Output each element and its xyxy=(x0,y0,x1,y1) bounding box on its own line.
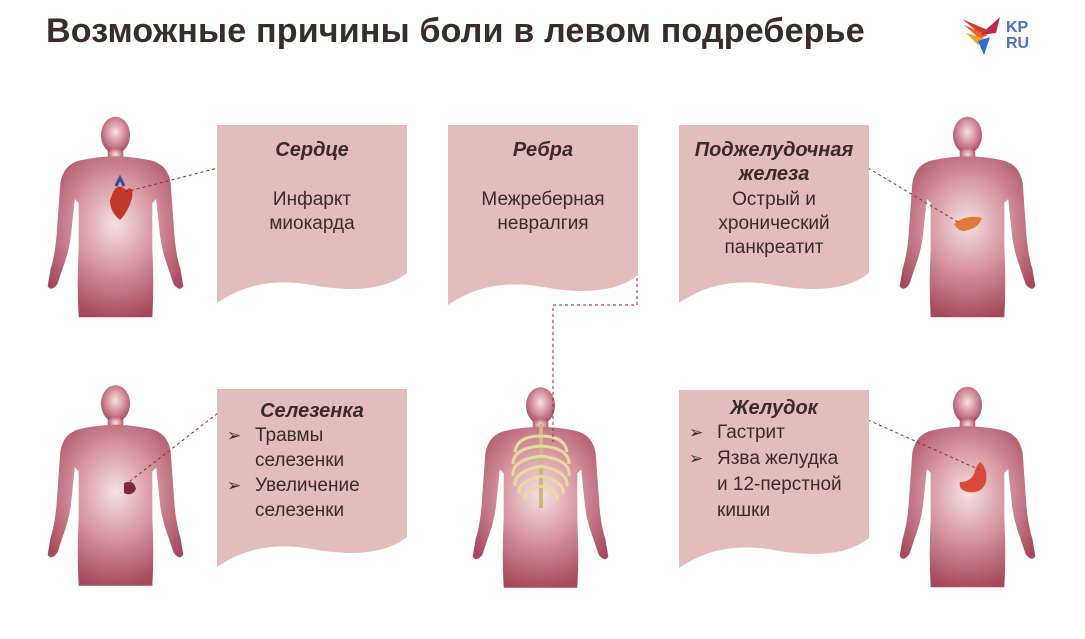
list-item: ➢Увеличение селезенки xyxy=(227,475,360,521)
arrow-bullet-icon: ➢ xyxy=(227,426,242,445)
list-item: ➢Гастрит xyxy=(679,420,865,446)
card-text: невралгия xyxy=(497,213,589,234)
card-pancreas: Поджелудочная железа Острый и хронически… xyxy=(679,125,869,305)
arrow-bullet-icon: ➢ xyxy=(689,423,704,442)
card-text: Межреберная xyxy=(481,189,605,210)
list-item: ➢Травмы селезенки xyxy=(227,425,345,471)
page-title: Возможные причины боли в левом подреберь… xyxy=(46,12,865,50)
card-text: панкреатит xyxy=(724,237,824,258)
card-heading: Сердце xyxy=(275,139,349,161)
kp-bird-logo-icon xyxy=(962,17,1000,55)
logo-text-ru: RU xyxy=(1006,35,1030,52)
human-figure-pancreas xyxy=(899,116,1036,318)
list-item: ➢Язва желудка и 12-перстной кишки xyxy=(689,448,842,521)
card-text: хронический xyxy=(718,213,830,234)
pancreas-icon xyxy=(954,216,982,232)
ribcage-icon xyxy=(511,424,571,508)
card-heading: Поджелудочная железа xyxy=(694,139,854,185)
logo-text-kp: KP xyxy=(1006,19,1029,36)
card-heading: Ребра xyxy=(512,139,574,161)
card-heart: Сердце Инфаркт миокарда xyxy=(217,125,407,305)
heart-icon xyxy=(110,174,133,220)
card-text: миокарда xyxy=(269,213,355,234)
card-text: Острый и xyxy=(732,189,816,210)
human-figure-ribs xyxy=(472,387,609,588)
human-figure-stomach xyxy=(899,386,1036,588)
human-figure-heart xyxy=(47,116,184,318)
card-stomach: Желудок ➢Гастрит ➢Язва желудка и 12-перс… xyxy=(679,390,869,570)
arrow-bullet-icon: ➢ xyxy=(227,476,242,495)
card-text: Инфаркт xyxy=(272,189,352,210)
card-heading: Желудок xyxy=(730,397,818,419)
human-figure-spleen xyxy=(47,385,184,586)
card-heading: Селезенка xyxy=(260,400,364,422)
arrow-bullet-icon: ➢ xyxy=(689,449,704,468)
card-spleen: Селезенка ➢Травмы селезенки ➢Увеличение … xyxy=(217,389,407,569)
card-ribs: Ребра Межреберная невралгия xyxy=(448,125,638,307)
